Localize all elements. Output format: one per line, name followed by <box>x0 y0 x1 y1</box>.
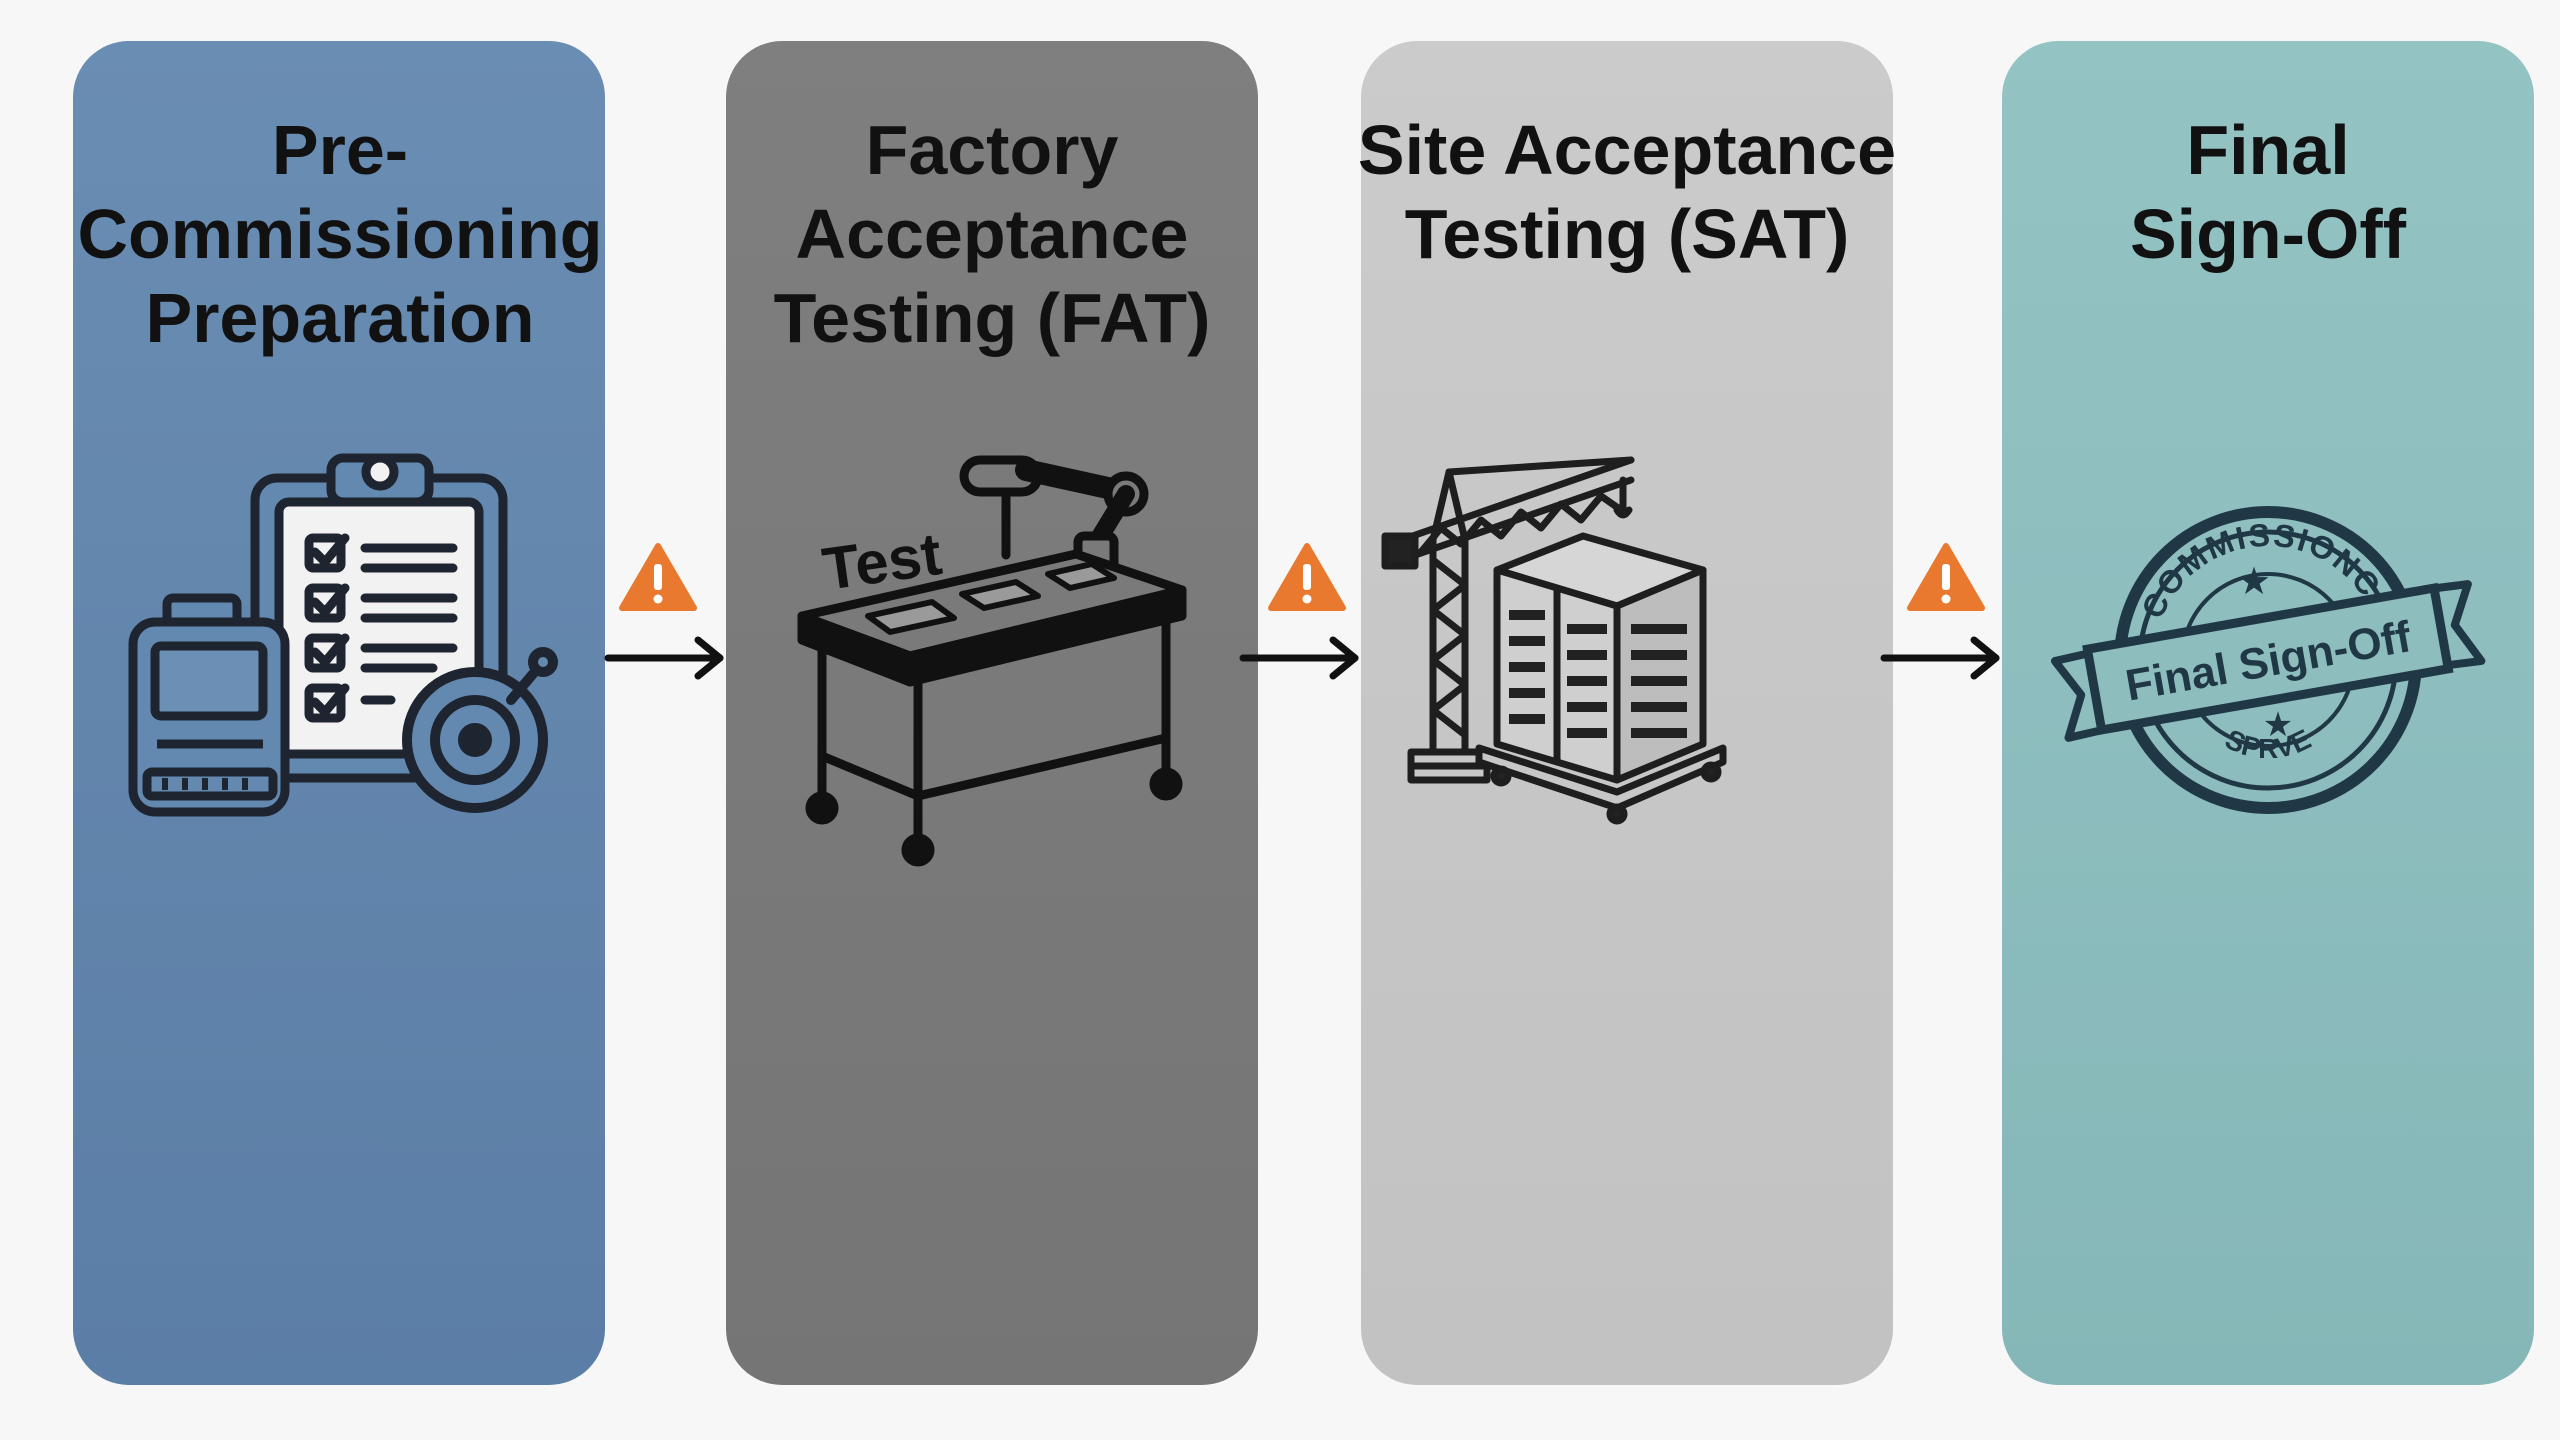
arrow-right-icon <box>1880 636 2000 680</box>
stage-title-final-sign-off: Final Sign-Off <box>2129 111 2407 273</box>
test-bench-label: Test <box>818 520 945 603</box>
commissioning-stamp-icon: COMMISSIONCE SPRVE ★ ★ Final Sign-Off <box>2050 506 2486 814</box>
connector-arrow-1 <box>604 543 724 680</box>
arrow-right-icon <box>604 636 724 680</box>
warning-triangle-icon <box>619 543 697 611</box>
stage-title-sat: Site Acceptance Testing (SAT) <box>1357 111 1897 273</box>
arrow-right-icon <box>1239 636 1359 680</box>
clipboard-checklist-icon <box>128 453 558 817</box>
connector-arrow-3 <box>1880 543 2000 680</box>
stage-title-fat: Factory Acceptance Testing (FAT) <box>773 111 1211 357</box>
star-icon: ★ <box>2263 706 2293 744</box>
star-icon: ★ <box>2237 561 2271 603</box>
stage-title-pre-commissioning: Pre-Commissioning Preparation <box>77 111 603 357</box>
test-bench-robot-arm-icon: Test <box>797 455 1187 867</box>
warning-triangle-icon <box>1268 543 1346 611</box>
crane-building-icon <box>1381 456 1727 825</box>
warning-triangle-icon <box>1907 543 1985 611</box>
connector-arrow-2 <box>1239 543 1359 680</box>
